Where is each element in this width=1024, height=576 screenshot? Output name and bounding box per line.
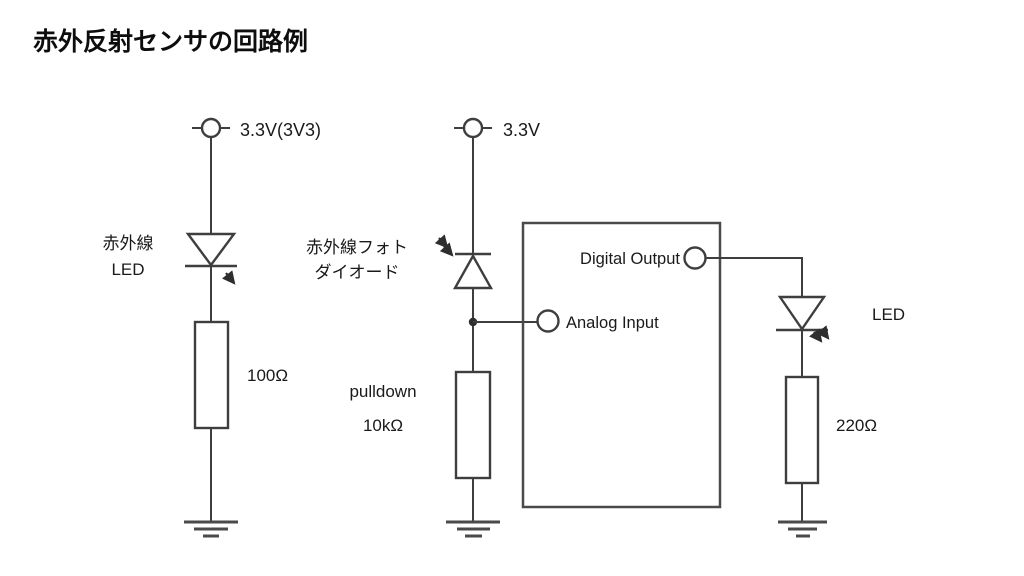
light-arrow-icon — [439, 242, 454, 257]
controller-outline — [521, 221, 722, 509]
resistor-220-label: 220Ω — [836, 416, 877, 435]
photodiode-label-line2: ダイオード — [315, 263, 400, 282]
ground-symbol-right — [778, 520, 827, 538]
resistor-100-symbol — [193, 320, 230, 430]
led-emission-arrow-icon — [221, 270, 236, 285]
analog-input-label: Analog Input — [566, 314, 659, 332]
resistor-pulldown-symbol — [454, 370, 492, 480]
digital-output-terminal — [683, 246, 707, 270]
middle-power-label: 3.3V — [503, 120, 540, 140]
analog-input-terminal — [536, 309, 560, 333]
led-emission-arrow-icon — [816, 325, 830, 340]
ground-symbol-middle — [446, 520, 500, 538]
resistor-100-label: 100Ω — [247, 366, 288, 385]
resistor-220-symbol — [784, 375, 820, 485]
led-label: LED — [872, 305, 905, 324]
photodiode-label-line1: 赤外線フォト — [306, 238, 408, 257]
controller-box: Analog Input Digital Output — [521, 221, 722, 509]
pulldown-value-label: 10kΩ — [363, 416, 403, 435]
right-branch: LED 220Ω — [706, 257, 905, 538]
power-symbol-3v3-mid — [454, 117, 492, 139]
ir-led-label-line2: LED — [111, 260, 144, 279]
ground-symbol-left — [184, 520, 238, 538]
photodiode-symbol — [434, 234, 494, 290]
wire-digital-output — [706, 257, 803, 297]
power-symbol-3v3 — [192, 117, 230, 139]
ir-led-label-line1: 赤外線 — [103, 234, 154, 253]
left-branch: 3.3V(3V3) 赤外線 LED 100Ω — [103, 117, 321, 538]
middle-branch: 3.3V 赤外線フォト ダイオード pulldown 10kΩ — [306, 117, 540, 538]
power-terminal-icon — [462, 117, 484, 139]
pulldown-label: pulldown — [349, 382, 416, 401]
page-title: 赤外反射センサの回路例 — [33, 27, 308, 56]
left-power-label: 3.3V(3V3) — [240, 120, 321, 140]
digital-output-label: Digital Output — [580, 250, 680, 268]
led-emission-arrow-icon — [809, 328, 823, 343]
light-arrow-icon — [434, 234, 449, 249]
power-terminal-icon — [200, 117, 222, 139]
